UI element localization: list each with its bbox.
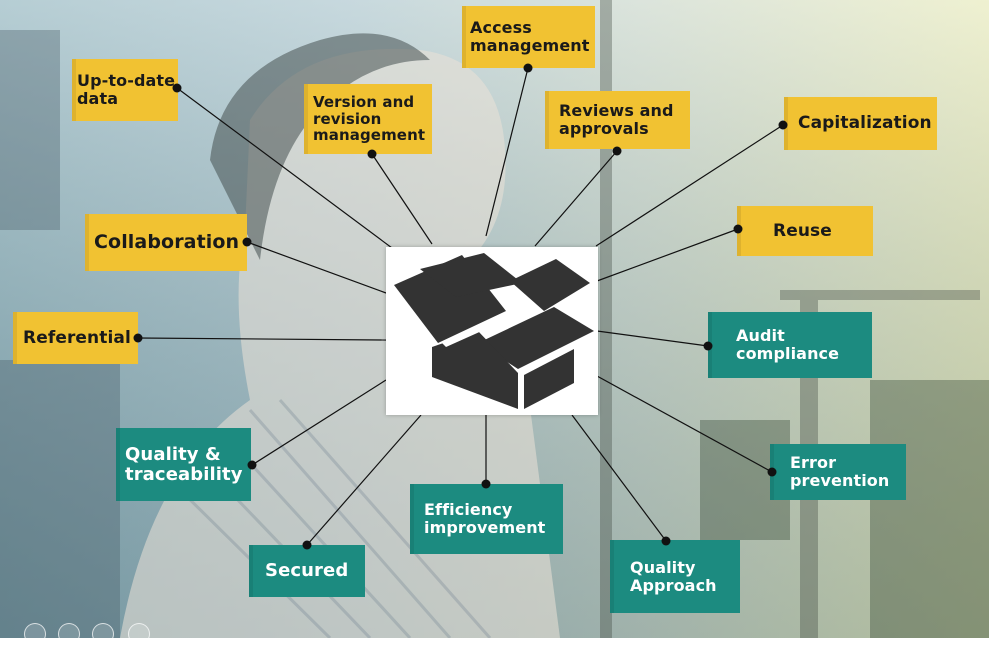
edit-icon[interactable] (24, 623, 46, 645)
open-box-icon (394, 253, 594, 409)
center-box (386, 247, 598, 415)
tag-secured: Secured (249, 545, 365, 597)
tag-reviews-approvals: Reviews and approvals (545, 91, 690, 149)
connector-dot (302, 540, 312, 550)
tag-label: Reviews and approvals (559, 101, 674, 138)
tag-label: Audit compliance (736, 326, 840, 363)
tag-label: Secured (265, 560, 349, 582)
connector-dot (778, 120, 788, 130)
tag-collaboration: Collaboration (85, 214, 247, 271)
connector-dot (733, 224, 743, 234)
tag-label: Quality & traceability (125, 443, 243, 485)
tag-quality-traceability: Quality & traceability (116, 428, 251, 501)
tag-capitalization: Capitalization (784, 97, 937, 150)
connector-dot (172, 83, 182, 93)
tag-quality-approach: Quality Approach (610, 540, 740, 613)
more-icon[interactable] (128, 623, 150, 645)
grid-icon[interactable] (58, 623, 80, 645)
tag-audit-compliance: Audit compliance (708, 312, 872, 378)
tag-label: Quality Approach (630, 557, 717, 595)
bottom-toolbar (0, 623, 160, 645)
connector-dot (612, 146, 622, 156)
tag-label: Version and revision management (313, 93, 426, 145)
connector-dot (661, 536, 671, 546)
tag-label: Capitalization (798, 113, 932, 134)
tag-version-revision: Version and revision management (304, 84, 432, 154)
tag-reuse: Reuse (737, 206, 873, 256)
tag-efficiency-improvement: Efficiency improvement (410, 484, 563, 554)
tag-label: Reuse (773, 220, 832, 241)
connector-dot (133, 333, 143, 343)
tag-label: Error prevention (790, 453, 890, 490)
tag-referential: Referential (13, 312, 138, 364)
tag-error-prevention: Error prevention (770, 444, 906, 500)
connector-dot (367, 149, 377, 159)
tag-up-to-date-data: Up-to-date data (72, 59, 178, 121)
zoom-icon[interactable] (92, 623, 114, 645)
connector-dot (767, 467, 777, 477)
tag-access-management: Access management (462, 6, 595, 68)
tag-label: Access management (470, 18, 590, 55)
connector-dot (481, 479, 491, 489)
connector-dot (242, 237, 252, 247)
tag-label: Efficiency improvement (424, 500, 546, 537)
tag-label: Up-to-date data (77, 71, 176, 108)
tag-label: Referential (23, 327, 131, 348)
connector-dot (703, 341, 713, 351)
connector-dot (523, 63, 533, 73)
tag-label: Collaboration (94, 231, 240, 254)
connector-dot (247, 460, 257, 470)
